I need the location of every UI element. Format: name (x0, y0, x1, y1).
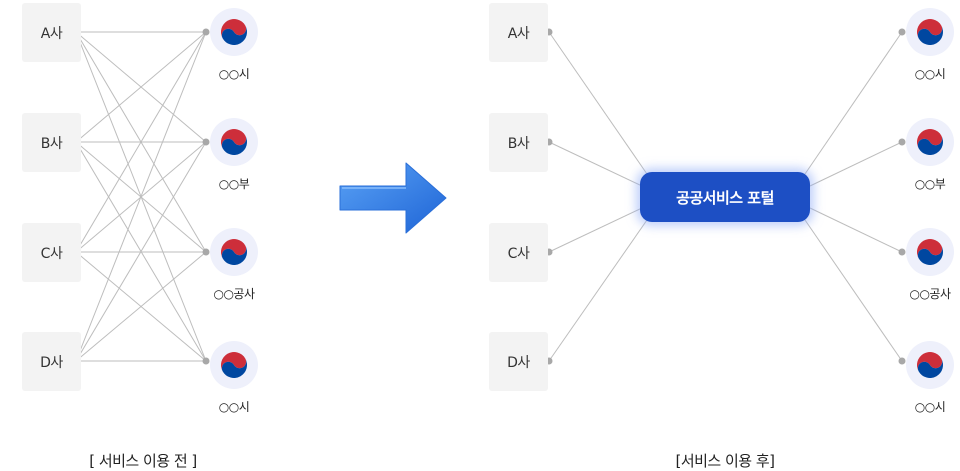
after-agency-link-line (809, 207, 903, 253)
before-agency-4-label: ○○시 (218, 400, 250, 414)
before-link-line (75, 141, 207, 362)
taegeuk-emblem-icon (917, 352, 943, 378)
after-agency-dot (898, 138, 906, 146)
before-agency-2-label: ○○부 (218, 177, 250, 191)
after-agency-link-line (804, 219, 903, 362)
before-connection-lines (72, 28, 210, 365)
after-agency-1-label: ○○시 (914, 67, 946, 81)
after-caption: [서비스 이용 후] (675, 452, 775, 470)
before-company-c: C사 (22, 223, 81, 282)
portal-label: 공공서비스 포털 (676, 188, 774, 207)
after-agency-dot (898, 248, 906, 256)
after-agency-3-emblem (906, 228, 954, 276)
before-agency-dot (202, 248, 210, 256)
before-agency-dot (202, 138, 210, 146)
after-agency-3-label: ○○공사 (909, 287, 951, 301)
after-agency-4-label: ○○시 (914, 400, 946, 414)
company-label: D사 (507, 354, 530, 371)
after-company-link-line (548, 31, 648, 175)
after-company-link-line (548, 141, 643, 187)
before-link-line (75, 31, 207, 143)
after-company-link-line (548, 207, 643, 253)
before-agency-3-emblem (210, 228, 258, 276)
before-link-line (75, 31, 207, 362)
before-agency-1-emblem (210, 8, 258, 56)
before-agency-1-label: ○○시 (218, 67, 250, 81)
after-company-d: D사 (489, 332, 548, 391)
before-company-a: A사 (22, 3, 81, 62)
company-label: B사 (507, 135, 530, 152)
after-agency-dot (898, 357, 906, 365)
before-company-b: B사 (22, 113, 81, 172)
after-company-a: A사 (489, 3, 548, 62)
public-service-portal: 공공서비스 포털 (640, 172, 810, 222)
before-agency-2-emblem (210, 118, 258, 166)
before-link-line (75, 251, 207, 362)
before-company-d: D사 (22, 332, 81, 391)
company-label: C사 (507, 245, 530, 262)
after-company-c: C사 (489, 223, 548, 282)
company-label: A사 (40, 25, 63, 42)
company-label: D사 (40, 354, 63, 371)
before-agency-dot (202, 357, 210, 365)
company-label: A사 (507, 25, 530, 42)
company-label: B사 (40, 135, 63, 152)
before-link-line (75, 31, 207, 253)
taegeuk-emblem-icon (917, 129, 943, 155)
taegeuk-emblem-icon (917, 19, 943, 45)
after-connection-lines (545, 28, 906, 365)
taegeuk-emblem-icon (221, 129, 247, 155)
taegeuk-emblem-icon (221, 239, 247, 265)
after-agency-dot (898, 28, 906, 36)
after-agency-2-emblem (906, 118, 954, 166)
before-caption: [ 서비스 이용 전 ] (89, 452, 197, 470)
before-agency-4-emblem (210, 341, 258, 389)
taegeuk-emblem-icon (917, 239, 943, 265)
company-label: C사 (40, 245, 63, 262)
after-company-b: B사 (489, 113, 548, 172)
after-agency-1-emblem (906, 8, 954, 56)
after-agency-4-emblem (906, 341, 954, 389)
after-agency-link-line (804, 31, 903, 175)
after-company-link-line (548, 219, 648, 362)
after-agency-2-label: ○○부 (914, 177, 946, 191)
taegeuk-emblem-icon (221, 19, 247, 45)
taegeuk-emblem-icon (221, 352, 247, 378)
before-agency-3-label: ○○공사 (213, 287, 255, 301)
right-arrow-icon (339, 162, 447, 234)
before-agency-dot (202, 28, 210, 36)
after-agency-link-line (809, 141, 903, 187)
